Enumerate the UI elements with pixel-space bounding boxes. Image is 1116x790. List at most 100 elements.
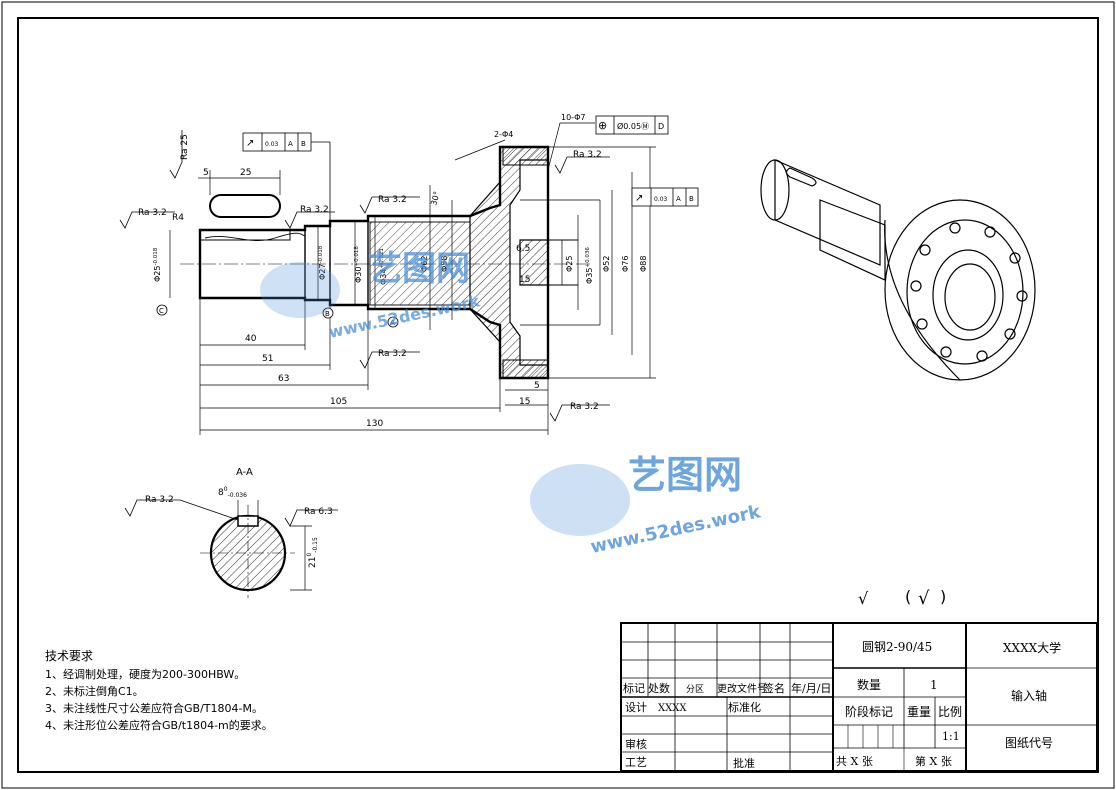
tb-quantity-label: 数量 [857, 677, 881, 692]
roughness-paren-close: ) [940, 587, 946, 606]
ra-bottom: Ra 3.2 [570, 402, 599, 412]
datum-markers [156, 304, 399, 328]
svg-text:A: A [288, 140, 293, 148]
svg-text:Ø0.05Ⓜ: Ø0.05Ⓜ [617, 121, 649, 131]
tb-sheet-no: 第 X 张 [915, 754, 952, 768]
dim-63: 63 [278, 374, 289, 384]
title-block [620, 622, 1098, 772]
ra-key: Ra 3.2 [300, 205, 329, 215]
tb-process: 工艺 [625, 756, 647, 769]
dim-dia35: Φ35+0.036 [585, 247, 594, 284]
dim-dia34: Φ34+0.021 [379, 248, 388, 285]
svg-text:D: D [658, 122, 664, 131]
svg-text:0.03: 0.03 [654, 196, 668, 203]
tb-zone: 分区 [686, 684, 704, 695]
dim-dia76: Φ76 [621, 256, 630, 272]
dim-105: 105 [330, 397, 347, 407]
dim-5: 5 [203, 168, 209, 178]
gdt-position: ⊕ Ø0.05Ⓜ D [595, 115, 669, 135]
tb-design: 设计 [625, 701, 647, 714]
section-depth: 210-0.15 [306, 537, 319, 568]
tb-part-name: 输入轴 [1011, 688, 1047, 703]
dim-5-bottom: 5 [534, 381, 540, 391]
inner-border [17, 17, 1099, 773]
section-width: 80-0.036 [218, 486, 247, 499]
tb-mark: 标记 [623, 681, 645, 695]
svg-text:↗: ↗ [635, 193, 643, 204]
dim-dia27: Φ27-0.018 [318, 245, 327, 280]
gdt-runout-2: ↗ 0.03 A B [631, 187, 699, 207]
tb-approve: 批准 [733, 756, 755, 770]
section-ra63: Ra 6.3 [304, 507, 333, 517]
roughness-marks [119, 130, 610, 422]
length-dimensions [198, 170, 549, 435]
requirement-1: 1、经调制处理，硬度为200-300HBW。 [45, 667, 245, 681]
tb-quantity-value: 1 [930, 678, 938, 692]
tb-date: 年/月/日 [791, 681, 831, 695]
tb-standardize: 标准化 [728, 700, 761, 714]
ra-flange: Ra 3.2 [573, 150, 602, 160]
dim-dia62: Φ62 [420, 256, 429, 272]
tb-stage-label: 阶段标记 [845, 704, 893, 719]
dim-130: 130 [366, 419, 383, 429]
tb-weight-label: 重量 [907, 705, 931, 719]
roughness-paren-open: ( [905, 587, 911, 606]
section-view [124, 499, 338, 598]
section-title: A-A [236, 467, 253, 478]
technical-requirements: 技术要求 1、经调制处理，硬度为200-300HBW。 2、未标注倒角C1。 3… [45, 649, 273, 732]
requirements-title: 技术要求 [45, 649, 93, 663]
dim-dia25-main: Φ25-0.018 [153, 247, 162, 282]
r4-label: R4 [172, 213, 184, 223]
svg-text:0.03: 0.03 [265, 141, 279, 148]
roughness-paren-mark: √ [918, 588, 930, 609]
dim-dia88: Φ88 [639, 256, 648, 272]
svg-text:B: B [689, 195, 694, 203]
roughness-default: √ [858, 589, 869, 608]
tb-designer: XXXX [658, 703, 687, 714]
tb-scale-value: 1:1 [942, 730, 960, 743]
svg-text:↗: ↗ [246, 138, 254, 149]
diameter-dimensions [169, 146, 656, 379]
tb-drawing-code: 图纸代号 [1005, 736, 1053, 750]
datum-a: A [390, 319, 395, 327]
svg-text:艺图网: 艺图网 [368, 249, 470, 289]
datum-b: B [325, 310, 330, 318]
tb-review: 审核 [625, 737, 647, 751]
dim-6-5: 6.5 [516, 244, 530, 254]
requirement-2: 2、未标注倒角C1。 [45, 684, 144, 698]
gdt-runout-1: ↗ 0.03 A B [242, 132, 331, 230]
shaft-main-view [180, 145, 600, 380]
ra-left: Ra 3.2 [138, 208, 167, 218]
dim-10-phi7: 10-Φ7 [561, 113, 585, 122]
tb-signature: 签名 [763, 681, 785, 695]
dim-dia25-bore: Φ25 [565, 256, 574, 272]
dim-25: 25 [240, 168, 251, 178]
dim-angle-30: 30° [429, 190, 441, 206]
requirement-4: 4、未注形位公差应符合GB/t1804-m的要求。 [45, 718, 273, 732]
dim-dia52: Φ52 [602, 256, 611, 272]
tb-sheets-total: 共 X 张 [836, 755, 873, 768]
dim-15-bottom: 15 [519, 397, 530, 407]
tb-count: 处数 [648, 682, 670, 695]
dim-51: 51 [262, 354, 273, 364]
tb-material: 圆钢2-90/45 [862, 640, 932, 654]
svg-text:A: A [676, 195, 681, 203]
title-block-text: 圆钢2-90/45 XXXX大学 数量 1 输入轴 阶段标记 重量 比例 1:1… [623, 640, 1061, 770]
tb-change-doc: 更改文件号 [717, 682, 767, 695]
ra-lower: Ra 3.2 [378, 349, 407, 359]
section-ra32: Ra 3.2 [145, 495, 174, 505]
dim-dia30: Φ30+0.018 [354, 246, 363, 283]
svg-text:艺图网: 艺图网 [628, 453, 742, 497]
tb-university: XXXX大学 [1003, 640, 1061, 655]
dim-dia58: Φ58 [440, 256, 449, 272]
dim-15-inner: 15 [519, 275, 530, 285]
ra-25: Ra 25 [180, 134, 190, 160]
requirement-3: 3、未注线性尺寸公差应符合GB/T1804-M。 [45, 701, 263, 715]
tb-scale-label: 比例 [938, 705, 962, 719]
svg-text:⊕: ⊕ [598, 119, 607, 132]
svg-text:B: B [301, 140, 306, 148]
isometric-view [760, 159, 1036, 381]
datum-c: C [159, 307, 164, 315]
